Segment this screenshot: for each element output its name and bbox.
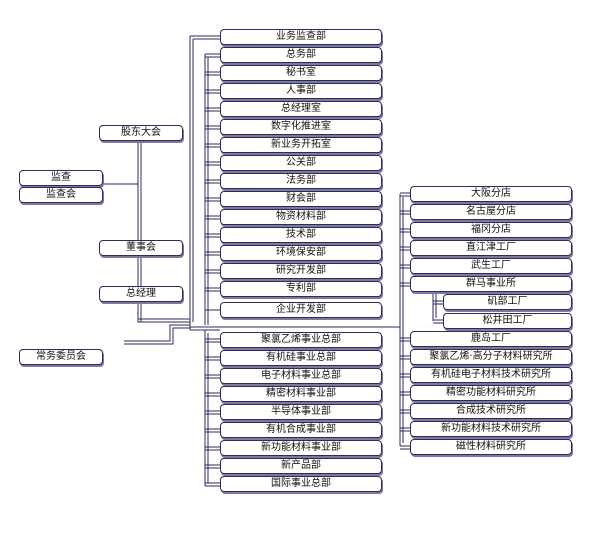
staff-dept-box: 法务部 <box>220 173 382 189</box>
kashima-plant-box: 鹿岛工厂 <box>410 331 572 347</box>
business-division-box: 有机合成事业部 <box>220 422 382 438</box>
gunma-works-box: 群马事业所 <box>410 276 572 292</box>
staff-dept-box: 研究开发部 <box>220 263 382 279</box>
president-box: 总经理 <box>99 286 183 302</box>
staff-dept-box: 企业开发部 <box>220 302 382 318</box>
staff-dept-box: 环境保安部 <box>220 245 382 261</box>
staff-dept-box: 专利部 <box>220 281 382 297</box>
research-lab-box: 合成技术研究所 <box>410 403 572 419</box>
business-division-box: 半导体事业部 <box>220 404 382 420</box>
gunma-plant-box: 松井田工厂 <box>443 313 572 329</box>
business-division-box: 聚氯乙烯事业总部 <box>220 332 382 348</box>
plant-box: 武生工厂 <box>410 258 572 274</box>
branch-office-box: 大阪分店 <box>410 186 572 202</box>
staff-dept-box: 秘书室 <box>220 65 382 81</box>
staff-dept-box: 总务部 <box>220 47 382 63</box>
staff-dept-box: 数字化推进室 <box>220 119 382 135</box>
business-division-box: 新功能材料事业部 <box>220 440 382 456</box>
business-division-box: 精密材料事业部 <box>220 386 382 402</box>
supervisor-box: 监查 <box>19 170 103 186</box>
staff-dept-box: 技术部 <box>220 227 382 243</box>
business-division-box: 有机硅事业总部 <box>220 350 382 366</box>
shareholders-meeting-box: 股东大会 <box>99 125 183 141</box>
executive-committee-box: 常务委员会 <box>19 349 103 365</box>
audit-board-box: 监查会 <box>19 187 103 203</box>
research-lab-box: 新功能材料技术研究所 <box>410 421 572 437</box>
research-lab-box: 磁性材料研究所 <box>410 439 572 455</box>
branch-office-box: 福冈分店 <box>410 222 572 238</box>
branch-office-box: 名古屋分店 <box>410 204 572 220</box>
business-audit-box: 业务监查部 <box>220 29 382 45</box>
business-division-box: 电子材料事业总部 <box>220 368 382 384</box>
business-division-box: 国际事业总部 <box>220 476 382 492</box>
business-division-box: 新产品部 <box>220 458 382 474</box>
gunma-plant-box: 矶部工厂 <box>443 294 572 310</box>
staff-dept-box: 人事部 <box>220 83 382 99</box>
staff-dept-box: 物资材料部 <box>220 209 382 225</box>
research-lab-box: 聚氯乙烯·高分子材料研究所 <box>410 349 572 365</box>
research-lab-box: 有机硅电子材料技术研究所 <box>410 367 572 383</box>
staff-dept-box: 新业务开拓室 <box>220 137 382 153</box>
staff-dept-box: 总经理室 <box>220 101 382 117</box>
board-box: 董事会 <box>99 240 183 256</box>
staff-dept-box: 财会部 <box>220 191 382 207</box>
staff-dept-box: 公关部 <box>220 155 382 171</box>
research-lab-box: 精密功能材料研究所 <box>410 385 572 401</box>
plant-box: 直江津工厂 <box>410 240 572 256</box>
